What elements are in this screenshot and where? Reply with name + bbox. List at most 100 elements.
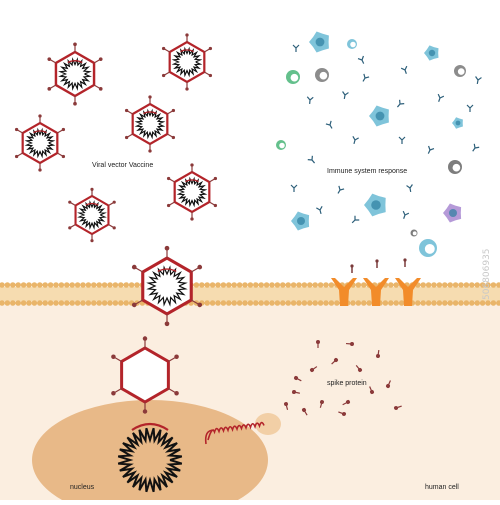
spike-tip [190,217,193,220]
nucleus-label: nucleus [70,484,94,491]
spike-protein-label: spike protein [327,380,367,387]
lipid-head [415,300,421,306]
lipid-head [426,282,432,288]
lipid-head [469,300,475,306]
lipid-head [307,300,313,306]
lipid-head [91,300,97,306]
spike-tip [209,74,212,77]
lipid-head [420,300,426,306]
lipid-head [291,282,297,288]
lipid-head [118,300,124,306]
lipid-head [48,282,54,288]
lipid-head [226,300,232,306]
lipid-head [10,300,16,306]
human-cell-label: human cell [425,484,459,491]
lipid-head [356,282,362,288]
lipid-head [285,282,291,288]
lipid-head [329,282,335,288]
immune-cell-core [458,68,465,75]
lipid-head [437,300,443,306]
lipid-head [86,282,92,288]
lipid-head [318,300,324,306]
lipid-head [80,282,86,288]
lipid-head [237,300,243,306]
lipid-head [204,282,210,288]
lipid-head [10,282,16,288]
lipid-head [53,282,59,288]
capsid [56,52,94,96]
spike-tip [174,355,179,360]
immune-cell-core [425,244,435,254]
lipid-head [59,282,65,288]
lipid-head [237,282,243,288]
lipid-head [474,300,480,306]
lipid-head [280,282,286,288]
lipid-head [226,282,232,288]
spike-tip [214,177,217,180]
lipid-head [393,282,399,288]
lipid-head [302,282,308,288]
cell-membrane [0,282,500,306]
lipid-head [86,300,92,306]
spike-tip [90,188,93,191]
spike-tip [214,204,217,207]
lipid-head [302,300,308,306]
lipid-head [307,282,313,288]
lipid-head [264,282,270,288]
lipid-head [194,282,200,288]
spike-tip [165,246,170,251]
lipid-head [32,300,38,306]
immune-label: Immune system response [327,168,407,175]
lipid-head [447,282,453,288]
lipid-head [361,300,367,306]
lipid-head [296,300,302,306]
lipid-head [107,300,113,306]
stock-id-watermark: 506806935 [482,248,492,300]
lipid-head [26,282,32,288]
spike-tip [143,336,148,341]
lipid-head [102,282,108,288]
capsid [175,172,210,212]
spike-tip [165,321,170,326]
spike-tip [111,355,116,360]
spike-tip [148,95,151,98]
lipid-head [113,300,119,306]
spike-tip [185,87,188,90]
lipid-head [420,282,426,288]
lipid-head [107,282,113,288]
spike-tip [197,265,202,270]
lipid-head [366,300,372,306]
lipid-head [474,282,480,288]
lipid-head [318,282,324,288]
cell-nucleus [316,38,325,47]
lipid-head [215,300,221,306]
spike-tip [174,391,179,396]
lipid-head [69,300,75,306]
lipid-head [383,300,389,306]
spike-tip [38,114,41,117]
lipid-head [393,300,399,306]
lipid-head [37,282,43,288]
immune-cell-core [350,42,356,48]
spike-tip [62,128,65,131]
lipid-head [453,282,459,288]
immune-cell-core [453,164,461,172]
spike-tip [132,265,137,270]
lipid-head [215,282,221,288]
lipid-head [248,282,254,288]
immune-cell-core [320,72,328,80]
lipid-head [285,300,291,306]
spike-tip [125,109,128,112]
lipid-head [323,282,329,288]
cell-nucleus [371,200,381,210]
antibody-head [403,258,406,261]
capsid [76,196,109,234]
lipid-head [442,300,448,306]
lipid-head [437,282,443,288]
cell-nucleus [297,217,305,225]
lipid-head [123,300,129,306]
lipid-head [334,300,340,306]
lipid-head [464,300,470,306]
lipid-head [59,300,65,306]
